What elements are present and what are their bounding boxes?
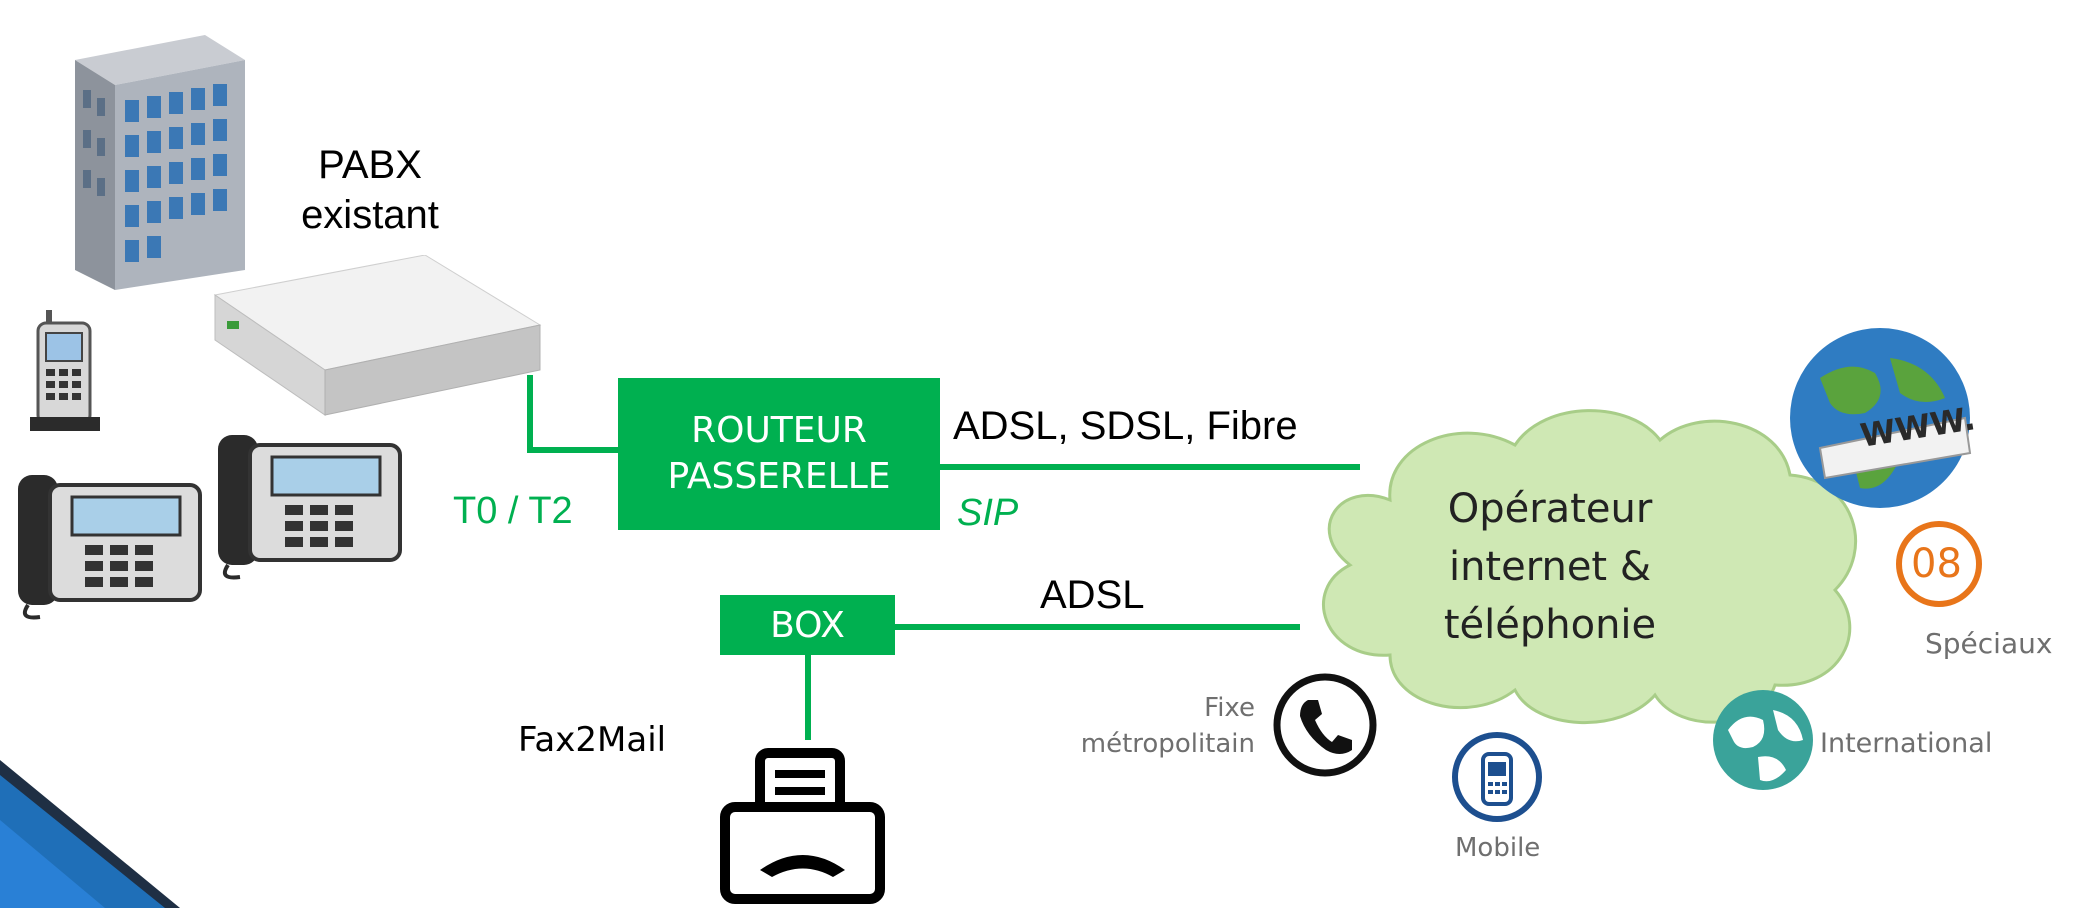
fixed-line-label: Fixe métropolitain bbox=[1070, 690, 1255, 762]
office-building-icon bbox=[75, 35, 245, 290]
box-label: BOX bbox=[770, 604, 845, 646]
desk-phone-icon bbox=[218, 435, 402, 580]
cordless-phone-icon bbox=[30, 310, 100, 431]
operator-label-line2: internet & bbox=[1448, 544, 1652, 590]
special-numbers-label: Spéciaux bbox=[1925, 627, 2053, 660]
operator-cloud bbox=[1322, 409, 1858, 724]
t0-t2-label: T0 / T2 bbox=[453, 490, 573, 532]
router-label-line1: ROUTEUR bbox=[691, 410, 867, 451]
pabx-device-icon bbox=[213, 255, 542, 416]
special-numbers-icon bbox=[1896, 521, 1982, 607]
router-gateway-box: ROUTEUR PASSERELLE bbox=[618, 378, 940, 530]
special-number-label: 08 bbox=[1911, 541, 1962, 587]
operator-cloud-label: Opérateur internet & téléphonie bbox=[1385, 480, 1715, 654]
fixed-line-label-line2: métropolitain bbox=[1080, 729, 1255, 759]
international-label: International bbox=[1820, 728, 1993, 759]
landline-phone-icon bbox=[1273, 673, 1377, 777]
link-label-sip: SIP bbox=[957, 492, 1019, 534]
pabx-label: PABX existant bbox=[285, 140, 455, 240]
fax2mail-label: Fax2Mail bbox=[518, 720, 667, 760]
box-device: BOX bbox=[720, 595, 895, 655]
pabx-label-line1: PABX bbox=[318, 143, 422, 187]
fax-machine-icon bbox=[720, 748, 885, 904]
link-label-adsl: ADSL bbox=[1040, 573, 1145, 617]
mobile-label: Mobile bbox=[1455, 833, 1541, 863]
pabx-label-line2: existant bbox=[301, 193, 439, 237]
link-label-adsl-sdsl-fibre: ADSL, SDSL, Fibre bbox=[953, 404, 1298, 448]
fixed-line-label-line1: Fixe bbox=[1204, 693, 1255, 723]
operator-label-line3: téléphonie bbox=[1443, 602, 1657, 648]
router-label-line2: PASSERELLE bbox=[667, 456, 891, 497]
international-globe-icon bbox=[1713, 690, 1813, 790]
desk-phone-icon bbox=[18, 475, 202, 620]
operator-label-line1: Opérateur bbox=[1447, 486, 1653, 532]
internet-globe-icon bbox=[1790, 328, 1972, 508]
mobile-phone-icon bbox=[1452, 732, 1542, 822]
